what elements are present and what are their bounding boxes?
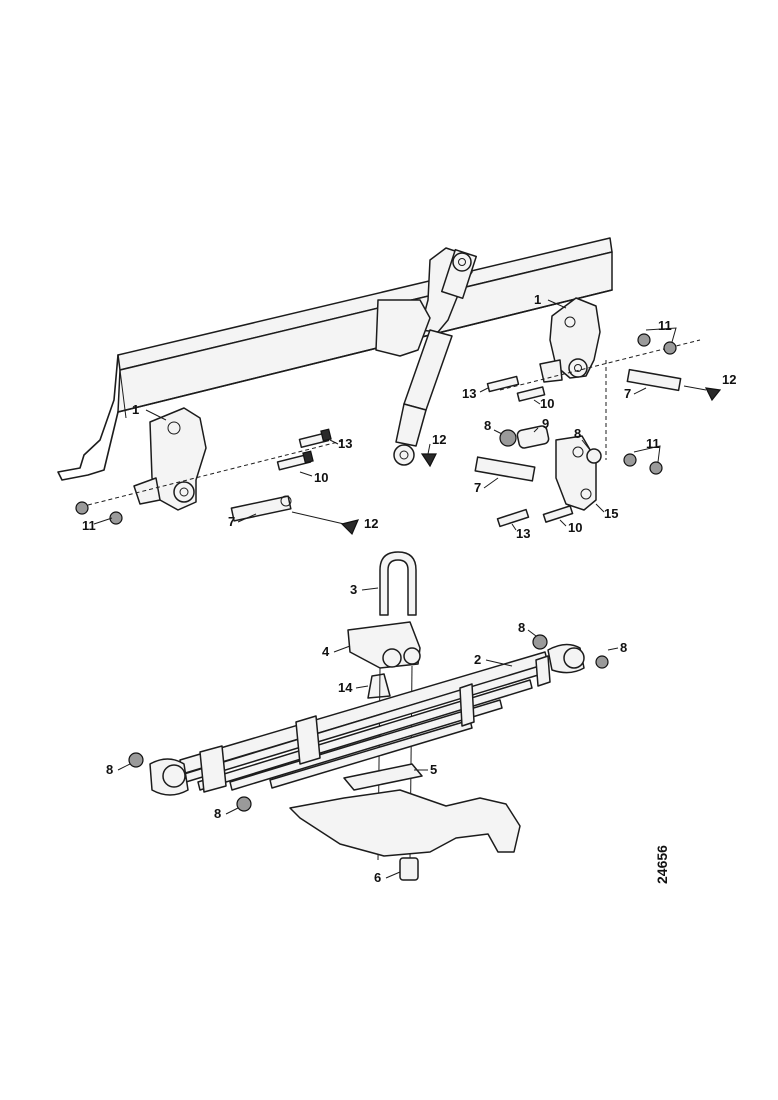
eye-axis-front bbox=[87, 439, 347, 506]
callout-5: 5 bbox=[414, 762, 437, 777]
spring-pad bbox=[343, 763, 423, 791]
bolt-right-upper bbox=[516, 386, 546, 402]
bolt-left bbox=[276, 450, 314, 471]
leaf-spring bbox=[128, 634, 609, 812]
label-frame-bracket-front: 1 bbox=[132, 402, 139, 417]
nut-left bbox=[75, 501, 123, 525]
callout-11-right-upper: 11 bbox=[645, 318, 677, 343]
label-bolt-right-lower: 10 bbox=[568, 520, 582, 535]
label-bushing-eye-front-b: 8 bbox=[214, 806, 221, 821]
label-bushing-shackle-a: 8 bbox=[484, 418, 491, 433]
frame-bracket-front bbox=[133, 407, 207, 511]
u-bolt bbox=[379, 551, 417, 616]
callout-8-rear-b: 8 bbox=[607, 640, 627, 655]
callout-8-shackle-b: 8 bbox=[574, 426, 591, 451]
callout-13-left: 13 bbox=[329, 436, 352, 451]
grease-left bbox=[340, 519, 360, 536]
label-leaf-spring: 2 bbox=[474, 652, 481, 667]
callout-9: 9 bbox=[533, 416, 549, 433]
label-screw-right-lower: 13 bbox=[516, 526, 530, 541]
bump-stop-lower bbox=[399, 857, 419, 881]
shock-absorber bbox=[375, 247, 478, 466]
label-bump-stop-upper: 14 bbox=[338, 680, 353, 695]
callout-8-rear-a: 8 bbox=[518, 620, 537, 637]
label-bushing-eye-rear-b: 8 bbox=[620, 640, 627, 655]
label-bushing-eye-rear-a: 8 bbox=[518, 620, 525, 635]
label-nut-right-lower: 11 bbox=[646, 436, 660, 451]
label-screw-left: 13 bbox=[338, 436, 352, 451]
callout-4: 4 bbox=[322, 644, 351, 659]
callout-11-left: 11 bbox=[82, 517, 113, 533]
label-spring-pad: 5 bbox=[430, 762, 437, 777]
callout-10-left: 10 bbox=[299, 470, 328, 485]
label-bump-stop-lower: 6 bbox=[374, 870, 381, 885]
pin-right-upper bbox=[626, 368, 682, 392]
callout-13-right-lower: 13 bbox=[511, 523, 530, 541]
frame-bracket-rear bbox=[539, 297, 601, 383]
bump-stop-upper bbox=[367, 673, 391, 699]
label-shackle: 15 bbox=[604, 506, 618, 521]
label-frame-bracket-rear: 1 bbox=[534, 292, 541, 307]
callout-1-front: 1 bbox=[132, 402, 167, 421]
callout-14: 14 bbox=[338, 680, 369, 695]
label-bushing-eye-front-a: 8 bbox=[106, 762, 113, 777]
callout-2: 2 bbox=[474, 652, 513, 667]
label-nut-left: 11 bbox=[82, 518, 96, 533]
label-pin-left: 7 bbox=[228, 514, 235, 529]
label-nut-right-upper: 11 bbox=[658, 318, 672, 333]
label-bushing-shackle-b: 8 bbox=[574, 426, 581, 441]
shackle-assembly bbox=[420, 425, 663, 528]
callout-7-left: 7 bbox=[228, 513, 257, 529]
label-grease-shock: 12 bbox=[432, 432, 446, 447]
callout-15: 15 bbox=[595, 503, 618, 521]
reference-number: 24656 bbox=[654, 845, 670, 884]
callout-12-left: 12 bbox=[291, 511, 378, 531]
spring-saddle bbox=[347, 621, 421, 669]
nut-right-upper bbox=[637, 333, 677, 355]
screw-left bbox=[298, 428, 332, 449]
label-grease-left: 12 bbox=[364, 516, 378, 531]
label-u-bolt: 3 bbox=[350, 582, 357, 597]
callout-8-front-a: 8 bbox=[106, 762, 131, 777]
callout-12-right-upper: 12 bbox=[683, 372, 736, 391]
axle-seat bbox=[289, 789, 521, 857]
callout-8-shackle-a: 8 bbox=[484, 418, 503, 435]
pin-left bbox=[230, 495, 292, 522]
label-pin-right-lower: 7 bbox=[474, 480, 481, 495]
label-screw-right-upper: 13 bbox=[462, 386, 476, 401]
label-bolt-left: 10 bbox=[314, 470, 328, 485]
callout-1-rear: 1 bbox=[534, 292, 567, 309]
callout-7-right-lower: 7 bbox=[474, 477, 499, 495]
callout-13-right-upper: 13 bbox=[462, 386, 489, 401]
callout-7-right-upper: 7 bbox=[624, 386, 647, 401]
callout-10-right-lower: 10 bbox=[559, 519, 582, 535]
callout-8-front-b: 8 bbox=[214, 806, 239, 821]
callout-6: 6 bbox=[374, 870, 401, 885]
grease-right-upper bbox=[704, 387, 722, 402]
callout-12-shock: 12 bbox=[427, 432, 446, 455]
label-spring-saddle: 4 bbox=[322, 644, 330, 659]
callout-11-right-lower: 11 bbox=[633, 436, 661, 463]
label-pin-right-upper: 7 bbox=[624, 386, 631, 401]
callout-3: 3 bbox=[350, 582, 379, 597]
label-bolt-right-upper: 10 bbox=[540, 396, 554, 411]
label-sleeve-shackle: 9 bbox=[542, 416, 549, 431]
label-grease-right-upper: 12 bbox=[722, 372, 736, 387]
screw-right-upper bbox=[486, 375, 520, 393]
callout-10-right-upper: 10 bbox=[533, 396, 554, 411]
